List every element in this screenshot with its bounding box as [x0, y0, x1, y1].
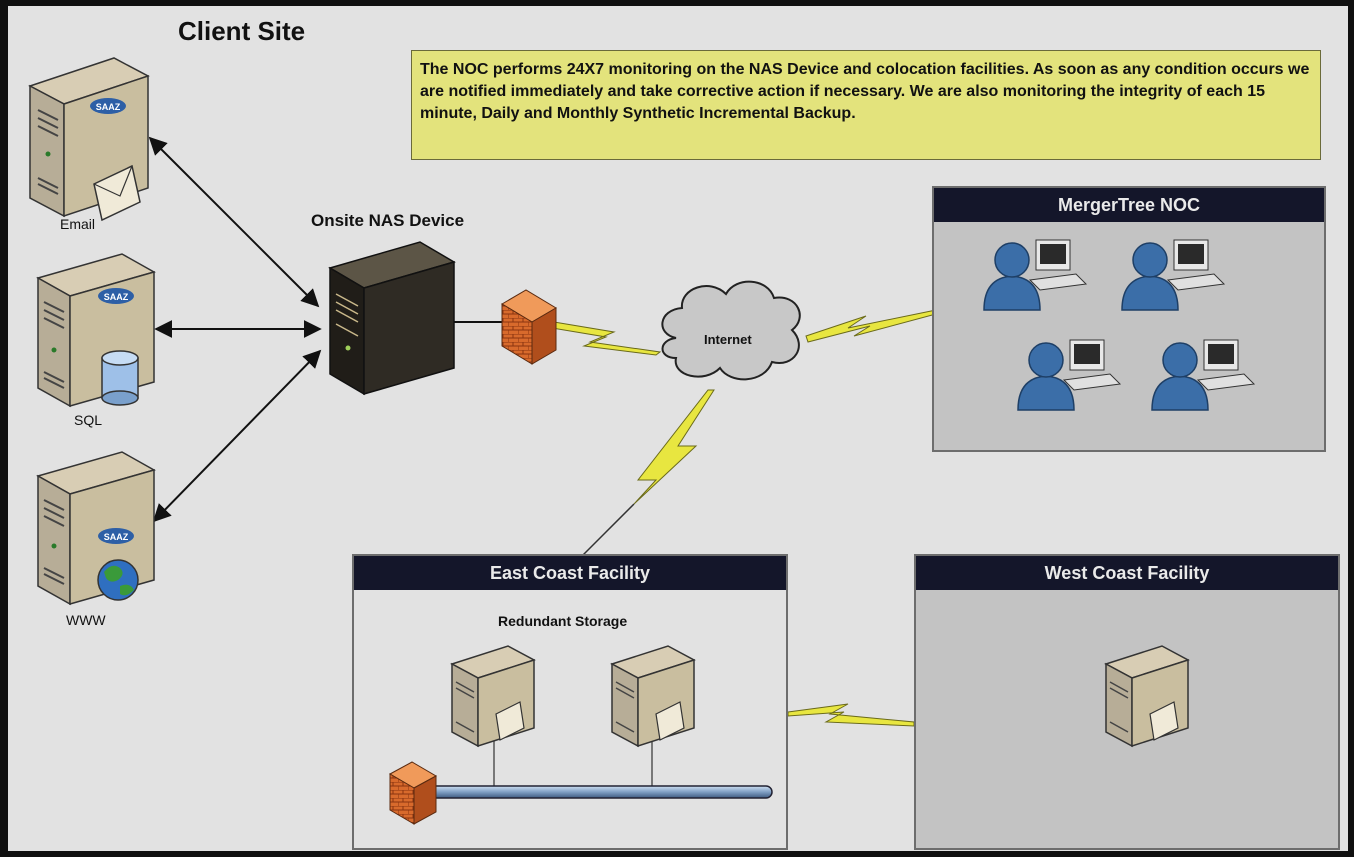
svg-text:SAAZ: SAAZ	[104, 292, 129, 302]
operator-icon	[1121, 239, 1226, 311]
lightning-internet-east	[633, 389, 715, 505]
redundant-storage-label: Redundant Storage	[498, 613, 628, 629]
operator-icon	[983, 239, 1088, 311]
email-server-label: Email	[60, 216, 96, 232]
east-coast-title: East Coast Facility	[354, 556, 786, 590]
lightning-internet-noc	[805, 309, 937, 343]
client-site-title: Client Site	[178, 16, 306, 46]
sql-server-label: SQL	[74, 412, 103, 428]
diagram-graphics: SAAZ SAAZ SAAZ	[28, 57, 1337, 825]
www-server-icon: SAAZ	[36, 451, 156, 606]
diagram-canvas: SAAZ SAAZ SAAZ	[8, 6, 1348, 851]
www-nas-link	[152, 349, 322, 523]
operator-icon	[1017, 339, 1122, 411]
sql-server-icon: SAAZ	[36, 253, 156, 408]
operator-icon	[1151, 339, 1256, 411]
west-coast-title: West Coast Facility	[916, 556, 1338, 590]
internet-label: Internet	[704, 332, 752, 347]
internet-cloud-icon	[661, 280, 801, 381]
noc-panel: MergerTree NOC	[932, 186, 1326, 452]
east-coast-panel: East Coast Facility Redundant Storage	[352, 554, 788, 850]
email-nas-link	[148, 136, 320, 308]
firewall-icon	[501, 289, 557, 365]
east-firewall-icon	[388, 761, 438, 825]
lightning-east-west	[787, 703, 915, 727]
email-server-icon: SAAZ	[28, 57, 150, 222]
svg-text:SAAZ: SAAZ	[96, 102, 121, 112]
lightning-firewall-internet	[551, 321, 662, 356]
east-uplink	[581, 503, 635, 557]
svg-text:SAAZ: SAAZ	[104, 532, 129, 542]
www-server-label: WWW	[66, 612, 106, 628]
noc-monitoring-note: The NOC performs 24X7 monitoring on the …	[411, 50, 1321, 160]
nas-device-icon	[328, 241, 456, 396]
noc-panel-title: MergerTree NOC	[934, 188, 1324, 222]
nas-device-title: Onsite NAS Device	[311, 211, 465, 230]
west-coast-panel: West Coast Facility	[914, 554, 1340, 850]
noc-operators-graphic	[983, 239, 1256, 411]
